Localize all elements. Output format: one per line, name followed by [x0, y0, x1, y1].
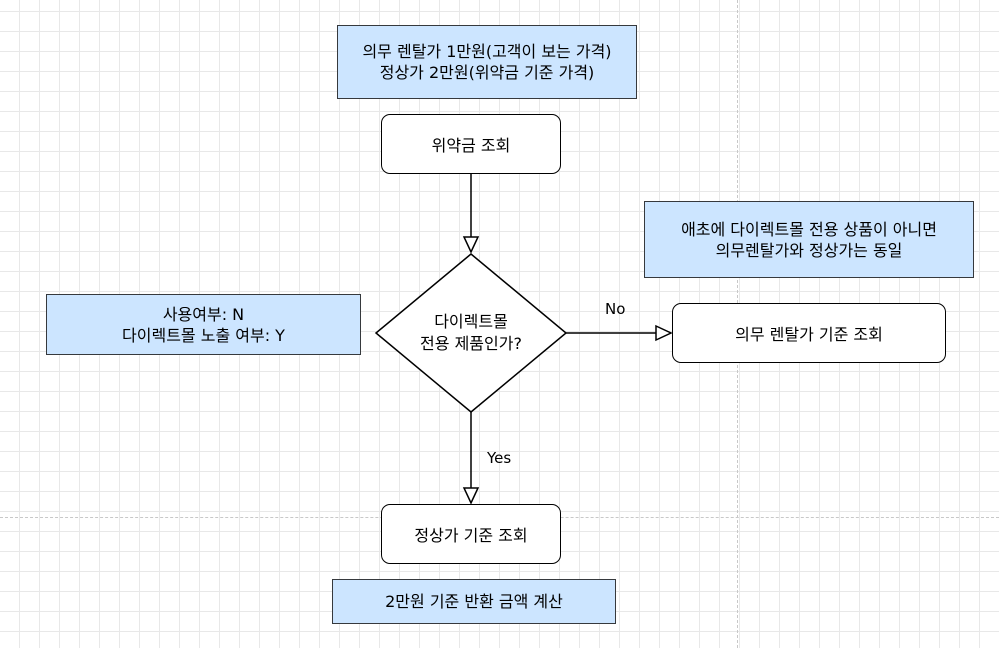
- edge-label-yes: Yes: [487, 449, 512, 467]
- note-price-equal-line1: 애초에 다이렉트몰 전용 상품이 아니면: [681, 219, 937, 239]
- note-price-info[interactable]: 의무 렌탈가 1만원(고객이 보는 가격) 정상가 2만원(위약금 기준 가격): [337, 25, 637, 99]
- note-refund-calc-text: 2만원 기준 반환 금액 계산: [385, 592, 563, 611]
- note-product-flags[interactable]: 사용여부: N 다이렉트몰 노출 여부: Y: [46, 294, 361, 355]
- arrowhead-to-decision: [462, 236, 480, 254]
- note-product-flags-line1: 사용여부: N: [162, 304, 245, 324]
- node-penalty-lookup-label: 위약금 조회: [431, 136, 511, 155]
- note-price-info-line1: 의무 렌탈가 1만원(고객이 보는 가격): [362, 42, 612, 61]
- node-normal-price-lookup-label: 정상가 기준 조회: [414, 526, 528, 545]
- arrowhead-yes: [462, 487, 480, 505]
- note-price-info-line2: 정상가 2만원(위약금 기준 가격): [379, 63, 595, 82]
- edge-label-no: No: [605, 300, 626, 318]
- arrowhead-no: [655, 324, 673, 342]
- note-price-equal[interactable]: 애초에 다이렉트몰 전용 상품이 아니면 의무렌탈가와 정상가는 동일: [644, 201, 974, 278]
- node-rental-price-lookup-label: 의무 렌탈가 기준 조회: [735, 325, 883, 344]
- node-normal-price-lookup[interactable]: 정상가 기준 조회: [381, 504, 561, 564]
- decision-label-line2: 전용 제품인가?: [420, 334, 522, 353]
- note-price-equal-line2: 의무렌탈가와 정상가는 동일: [715, 240, 903, 260]
- note-product-flags-line2: 다이렉트몰 노출 여부: Y: [122, 325, 285, 345]
- decision-label-line1: 다이렉트몰: [434, 312, 508, 331]
- note-refund-calc[interactable]: 2만원 기준 반환 금액 계산: [332, 579, 616, 624]
- decision-label: 다이렉트몰 전용 제품인가?: [396, 303, 546, 363]
- node-rental-price-lookup[interactable]: 의무 렌탈가 기준 조회: [672, 303, 946, 363]
- node-penalty-lookup[interactable]: 위약금 조회: [381, 114, 561, 174]
